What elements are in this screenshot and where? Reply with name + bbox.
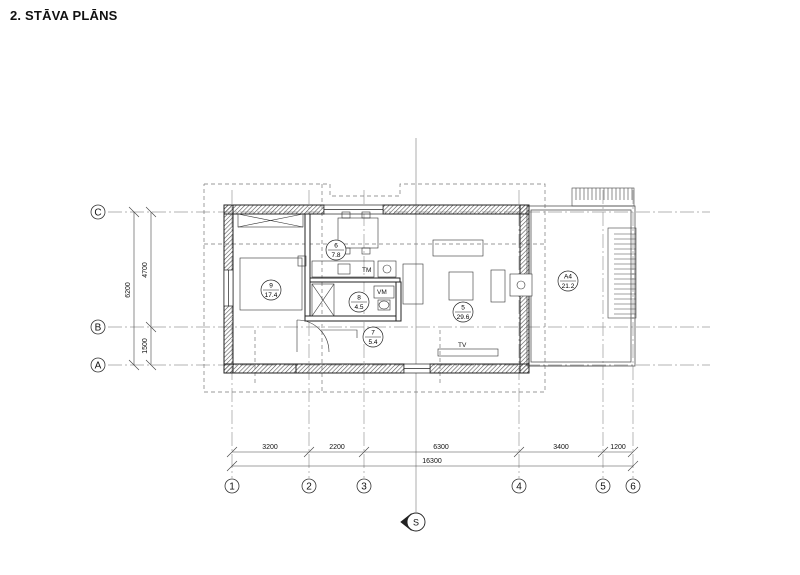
- wardrobe: [237, 213, 304, 228]
- stair-right: [607, 227, 637, 319]
- wall-int-vertical: [304, 213, 311, 320]
- col-bubble-6: 6: [630, 482, 636, 493]
- room-area: 29.6: [457, 314, 470, 321]
- wall-int-bath-east: [395, 281, 402, 322]
- room-number: 6: [334, 243, 338, 250]
- toilet: [377, 299, 391, 311]
- kitchen-counter: [311, 260, 375, 278]
- balcony-outline: [526, 205, 636, 367]
- dim-overall: 16300: [422, 458, 442, 465]
- col-bubble-5: 5: [600, 482, 606, 493]
- dim-col-2-3: 2200: [329, 444, 345, 451]
- wall-int-horizontal: [304, 315, 402, 322]
- side-unit: [490, 269, 506, 303]
- bed: [239, 257, 303, 311]
- room-number: 8: [357, 295, 361, 302]
- wall-north-west: [223, 204, 325, 215]
- fixture-label-tv: TV: [458, 342, 467, 349]
- kitchen-sink: [337, 263, 351, 275]
- room-number: 5: [461, 305, 465, 312]
- row-bubble-c: C: [94, 208, 101, 219]
- wall-north-east: [382, 204, 530, 215]
- dim-col-1-2: 3200: [262, 444, 278, 451]
- col-bubble-4: 4: [516, 482, 522, 493]
- fireplace: [509, 273, 533, 297]
- row-bubble-a: A: [95, 361, 102, 372]
- dim-rows-total: 6200: [125, 282, 132, 298]
- room-number: A4: [564, 274, 572, 281]
- room-tag: 75.4: [362, 326, 384, 348]
- fixture-label-vm: VM: [377, 289, 387, 296]
- bedside-table: [297, 255, 307, 267]
- row-axis-bubbles: C B A: [90, 204, 106, 373]
- col-bubble-1: 1: [229, 482, 235, 493]
- tv-unit: [437, 348, 499, 357]
- room-area: 5.4: [368, 339, 377, 346]
- sofa: [432, 239, 484, 257]
- furniture: [237, 211, 533, 357]
- dining-table: [337, 217, 379, 249]
- room-area: 7.8: [331, 252, 340, 259]
- dim-col-4-5: 3400: [553, 444, 569, 451]
- lower-floor-outline: [203, 183, 546, 393]
- column-axis-bubbles: 1 2 3 4 5 6: [224, 478, 641, 494]
- fixture-label-tm: TM: [362, 267, 371, 274]
- interior-walls: [304, 213, 402, 322]
- wall-south-west: [223, 363, 297, 374]
- wall-south-mid: [295, 363, 405, 374]
- room-tag: 84.5: [348, 291, 370, 313]
- col-bubble-3: 3: [361, 482, 367, 493]
- room-tag: A4 21.2: [557, 270, 579, 292]
- room-tag: 529.6: [452, 301, 474, 323]
- dim-col-3-4: 6300: [433, 444, 449, 451]
- section-marker: S: [400, 512, 426, 532]
- dim-col-5-6: 1200: [610, 444, 626, 451]
- row-bubble-b: B: [95, 323, 102, 334]
- windows: [223, 204, 431, 374]
- stair-top: [571, 187, 635, 207]
- vertical-dimensions: 6200 4700 1500: [125, 206, 157, 371]
- wall-int-kitchen-bath: [309, 277, 401, 283]
- north-label: S: [413, 518, 419, 528]
- stair-rail: [321, 329, 358, 338]
- room-area: 4.5: [354, 304, 363, 311]
- wall-south-east: [429, 363, 530, 374]
- horizontal-dimensions: 3200 2200 6300 3400 1200 16300: [226, 444, 639, 472]
- col-bubble-2: 2: [306, 482, 312, 493]
- room-area: 21.2: [562, 283, 575, 290]
- coffee-table: [448, 271, 474, 301]
- shower: [311, 283, 335, 317]
- dim-rows-upper: 4700: [142, 262, 149, 278]
- grid-axes: [108, 190, 710, 478]
- washing-machine: [373, 285, 395, 299]
- armchair: [402, 263, 424, 305]
- fixture-labels: TM VM TV: [362, 267, 467, 349]
- room-number: 9: [269, 283, 273, 290]
- room-area: 17.4: [265, 292, 278, 299]
- door-swing: [296, 319, 330, 353]
- room-number: 7: [371, 330, 375, 337]
- dim-rows-lower: 1500: [142, 338, 149, 354]
- page-title: 2. STĀVA PLĀNS: [10, 8, 118, 23]
- room-tag: 917.4: [260, 279, 282, 301]
- cooktop: [377, 260, 397, 278]
- room-tag: 67.8: [325, 239, 347, 261]
